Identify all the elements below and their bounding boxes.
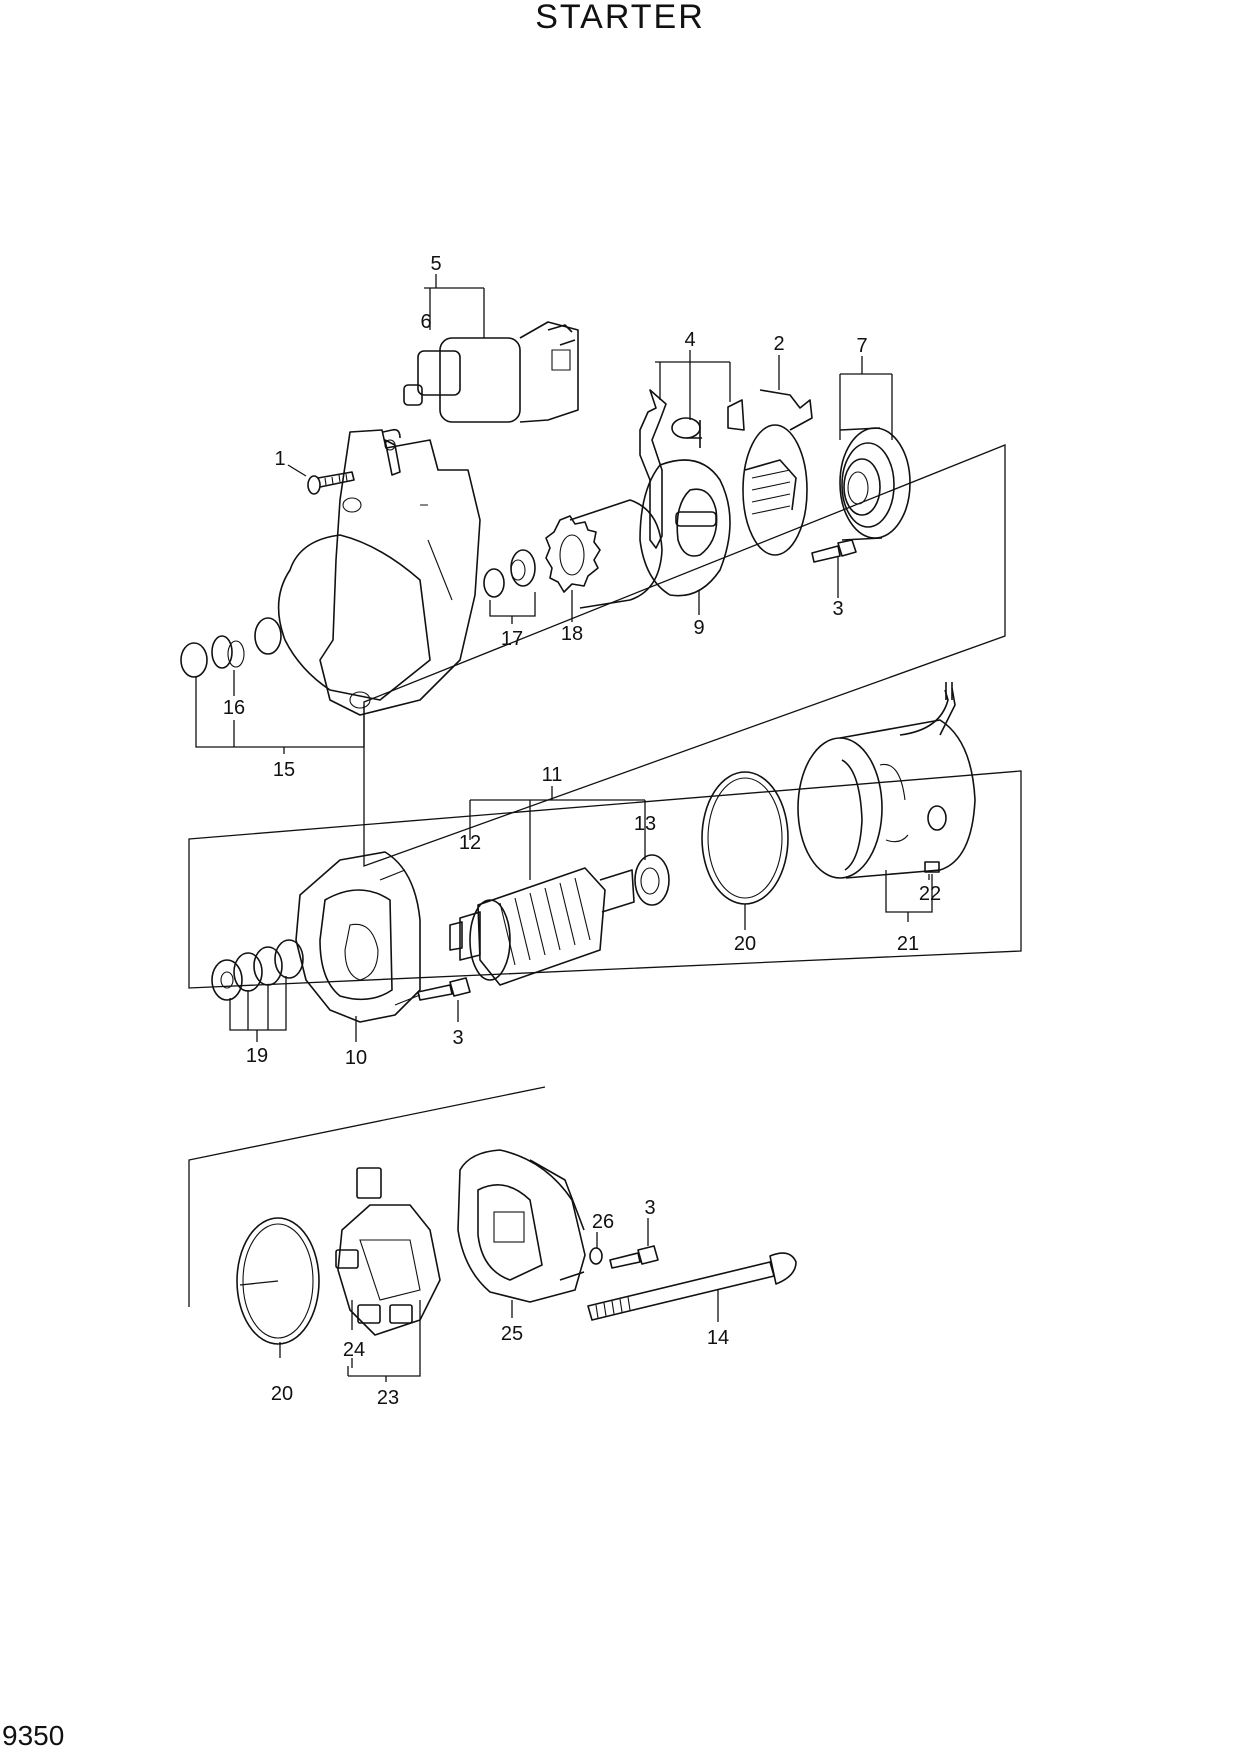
callout-3-upper: 3 (832, 598, 843, 620)
brush-holder-part (335, 1167, 441, 1336)
page-code: 9350 (2, 1720, 65, 1751)
callout-10: 10 (345, 1047, 367, 1069)
callout-14: 14 (707, 1327, 729, 1349)
callout-2: 2 (773, 333, 784, 355)
callout-17: 17 (501, 628, 523, 650)
page-title: STARTER (535, 0, 705, 36)
gear-packing-part (742, 389, 813, 556)
bolt-part-lower (609, 1245, 659, 1269)
callout-25: 25 (501, 1323, 523, 1345)
pinion-clutch-part (545, 499, 663, 609)
rear-housing-part (295, 851, 421, 1023)
callout-4: 4 (684, 329, 695, 351)
rear-cover-part (457, 1149, 586, 1303)
o-ring-part-lower (236, 1217, 320, 1345)
callout-18: 18 (561, 623, 583, 645)
leader-lines (195, 274, 933, 1382)
callout-26: 26 (592, 1211, 614, 1233)
callout-21: 21 (897, 933, 919, 955)
callout-11: 11 (542, 764, 563, 786)
o-ring-part-middle (701, 771, 789, 905)
bearing-part (839, 427, 911, 541)
callout-6: 6 (420, 311, 431, 333)
callout-9: 9 (693, 617, 704, 639)
upper-group-frame (363, 444, 1006, 867)
washers-part (211, 939, 304, 1001)
callout-20-lower: 20 (271, 1383, 293, 1405)
lever-part (639, 389, 745, 549)
screw-part (307, 471, 355, 495)
snap-ring-part (483, 549, 536, 598)
callout-16: 16 (223, 697, 245, 719)
callout-labels: 5 6 1 4 2 7 3 9 17 18 16 15 11 12 13 20 … (223, 253, 941, 1409)
callout-19: 19 (246, 1045, 268, 1067)
bolt-part-middle (417, 977, 471, 1001)
callout-1: 1 (274, 448, 285, 470)
armature-bearing-part (634, 854, 670, 906)
drive-housing-part (254, 428, 481, 716)
bushing-part (180, 635, 245, 678)
callout-12: 12 (459, 832, 481, 854)
callout-24: 24 (343, 1339, 365, 1361)
through-bolt-part (587, 1252, 797, 1321)
washer-part (589, 1247, 603, 1265)
middle-group-frame (188, 770, 1022, 989)
bolt-part-upper (811, 539, 857, 563)
yoke-part (797, 682, 976, 879)
magnetic-switch-part (403, 321, 579, 423)
armature-part (449, 867, 635, 986)
callout-5: 5 (430, 253, 441, 275)
callout-3-lower: 3 (644, 1197, 655, 1219)
lower-group-frame (188, 1086, 546, 1307)
callout-3-middle: 3 (452, 1027, 463, 1049)
center-bracket-part (639, 459, 731, 597)
callout-13: 13 (634, 813, 656, 835)
callout-23: 23 (377, 1387, 399, 1409)
callout-15: 15 (273, 759, 295, 781)
callout-7: 7 (856, 335, 867, 357)
callout-20-middle: 20 (734, 933, 756, 955)
callout-22: 22 (919, 883, 941, 905)
